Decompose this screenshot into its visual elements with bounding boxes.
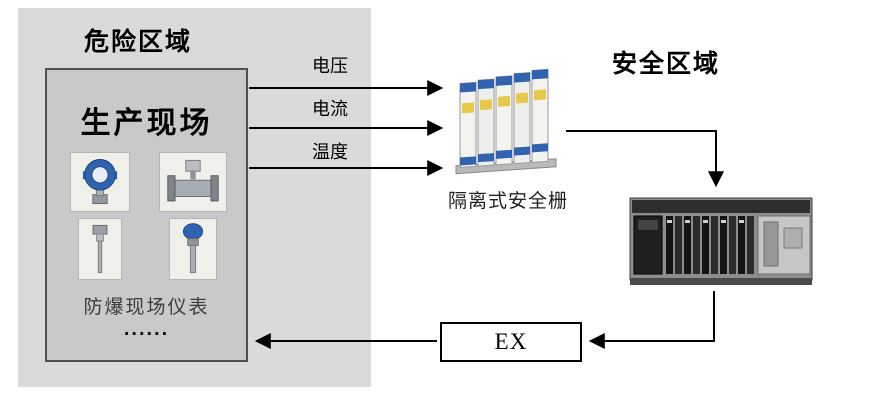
pressure-transmitter-icon [83, 159, 118, 205]
hazard-zone-title: 危险区域 [84, 28, 193, 56]
safety-barrier-icon [455, 68, 557, 175]
arrow-plc-to-ex [588, 291, 715, 349]
temperature-sensor-icon [92, 224, 108, 274]
arrow-barrier-to-plc [566, 130, 724, 188]
flow-meter-icon [167, 159, 219, 202]
safety-barrier-caption: 隔离式安全栅 [447, 191, 568, 212]
safety-barrier-image [452, 62, 564, 182]
ex-box: EX [440, 322, 582, 362]
signal-label-temperature: 温度 [312, 142, 348, 162]
production-site-title: 生产现场 [80, 107, 213, 140]
production-site-box: 生产现场 [45, 68, 248, 362]
instrument-caption: 防爆现场仪表 [83, 297, 210, 318]
level-probe-image [168, 218, 217, 280]
level-probe-icon [182, 223, 203, 274]
temperature-sensor-image [78, 218, 123, 280]
safe-zone-title: 安全区域 [612, 50, 721, 78]
plc-system-image [628, 192, 814, 289]
ellipsis-text: ...... [123, 318, 170, 340]
pressure-transmitter-image [70, 152, 131, 212]
instrument-thumbnails [57, 152, 236, 280]
plc-system-icon [629, 197, 813, 285]
flow-meter-image [158, 152, 227, 212]
signal-label-current: 电流 [312, 99, 348, 119]
signal-label-voltage: 电压 [312, 56, 348, 76]
